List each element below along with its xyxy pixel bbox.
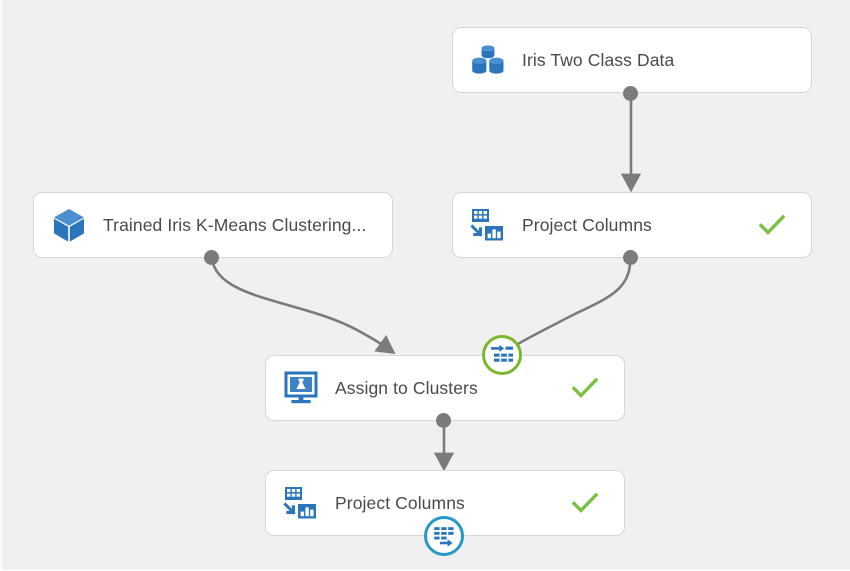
status-check-icon <box>759 212 785 238</box>
status-check-icon <box>572 490 598 516</box>
node-iris-two-class-data[interactable]: Iris Two Class Data <box>452 27 812 93</box>
edge-project-columns-top-to-assign-to-clusters <box>517 257 632 346</box>
status-check-icon <box>572 375 598 401</box>
node-label: Trained Iris K-Means Clustering... <box>103 214 367 235</box>
output-port-project-columns-top[interactable] <box>623 250 638 265</box>
output-port-assign-to-clusters[interactable] <box>436 413 451 428</box>
project-columns-icon <box>281 483 321 523</box>
node-label: Project Columns <box>522 214 652 235</box>
node-label: Iris Two Class Data <box>522 49 675 70</box>
node-label: Project Columns <box>335 492 465 513</box>
dataset-output-arrow-icon <box>434 527 454 547</box>
project-columns-icon <box>468 205 508 245</box>
node-trained-iris-k-means-clustering[interactable]: Trained Iris K-Means Clustering... <box>33 192 393 258</box>
output-port-trained-iris-k-means-clustering[interactable] <box>204 250 219 265</box>
dataset-input-arrow-icon <box>491 344 513 362</box>
badge-project-columns-output[interactable] <box>424 516 464 556</box>
badge-assign-to-clusters-input[interactable] <box>482 335 522 375</box>
dataset-cylinders-icon <box>468 40 508 80</box>
trained-model-cube-icon <box>49 205 89 245</box>
node-label: Assign to Clusters <box>335 377 478 398</box>
output-port-iris-two-class-data[interactable] <box>623 86 638 101</box>
node-project-columns-top[interactable]: Project Columns <box>452 192 812 258</box>
edge-trained-model-to-assign-to-clusters <box>210 257 396 355</box>
node-assign-to-clusters[interactable]: Assign to Clusters <box>265 355 625 421</box>
assign-to-clusters-icon <box>281 368 321 408</box>
